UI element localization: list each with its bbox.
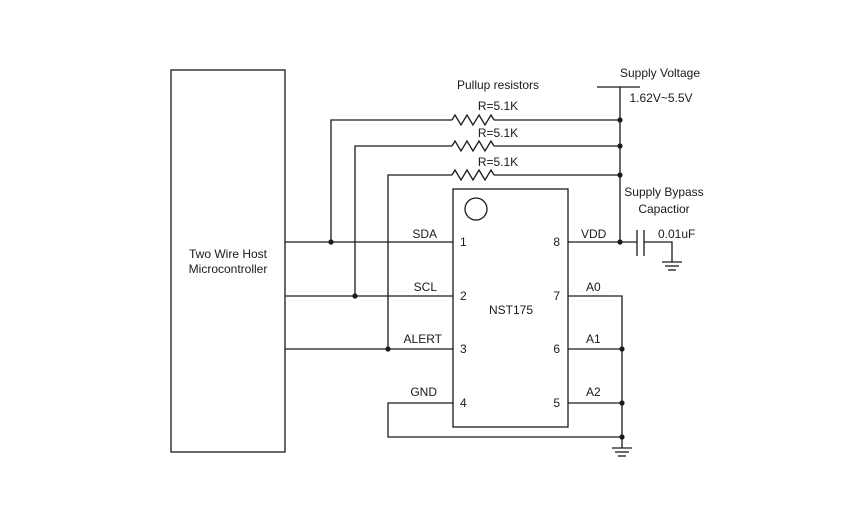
resistor-1-label: R=5.1K [478,99,518,113]
chip-body [452,188,569,428]
junction-vdd [617,239,623,245]
bypass-title-line2: Capactior [638,202,689,216]
junction-pullup-3 [617,172,623,178]
junction-scl [352,293,358,299]
address-ground-network [568,295,632,457]
capacitor-lead [644,241,673,262]
pullup-title: Pullup resistors [457,78,539,92]
pin1-marker [464,197,488,221]
signal-label-a2: A2 [586,385,601,399]
resistor-2-label: R=5.1K [478,126,518,140]
signal-label-scl: SCL [414,280,438,294]
signal-label-sda: SDA [412,227,437,241]
gnd-wire [387,402,622,438]
pullup-wire-alert [387,174,452,349]
bus-wires [285,241,622,438]
host-microcontroller: Two Wire Host Microcontroller [170,69,286,453]
host-label-line2: Microcontroller [189,262,268,276]
nst175-chip: NST175 1 2 3 4 8 7 6 5 [452,188,569,428]
pullup-wire-scl [354,145,452,296]
pin-number-4: 4 [460,396,467,410]
pullup-network: Pullup resistors R=5.1K R=5.1K R=5.1K [330,78,620,349]
junction-a2 [619,400,625,406]
supply-voltage-range: 1.62V~5.5V [629,91,692,105]
resistor-3-symbol [451,168,495,182]
bypass-capacitor: Supply Bypass Capactior 0.01uF [624,185,704,271]
junction-pullup-2 [617,143,623,149]
pin-number-3: 3 [460,342,467,356]
signal-label-gnd: GND [410,385,437,399]
host-label-line1: Two Wire Host [189,247,268,261]
signal-label-a1: A1 [586,332,601,346]
bypass-value: 0.01uF [658,227,695,241]
resistor-1-symbol [451,113,495,127]
junction-dots [328,117,625,440]
junction-alert [385,346,391,352]
host-box [170,69,286,453]
pin-number-5: 5 [553,396,560,410]
junction-sda [328,239,334,245]
pullup-wire-sda [330,119,452,242]
signal-label-vdd: VDD [581,227,607,241]
resistor-2-symbol [451,139,495,153]
signal-label-a0: A0 [586,280,601,294]
pin-number-8: 8 [553,235,560,249]
pin-number-2: 2 [460,289,467,303]
junction-gnd [619,434,625,440]
resistor-3-label: R=5.1K [478,155,518,169]
pin-number-1: 1 [460,235,467,249]
signal-label-alert: ALERT [404,332,443,346]
chip-name: NST175 [489,303,533,317]
junction-pullup-1 [617,117,623,123]
supply-voltage-title: Supply Voltage [620,66,700,80]
a0-wire [568,295,623,448]
pin-number-6: 6 [553,342,560,356]
bypass-title-line1: Supply Bypass [624,185,703,199]
junction-a1 [619,346,625,352]
supply-rail: Supply Voltage 1.62V~5.5V [568,66,700,243]
pin-number-7: 7 [553,289,560,303]
